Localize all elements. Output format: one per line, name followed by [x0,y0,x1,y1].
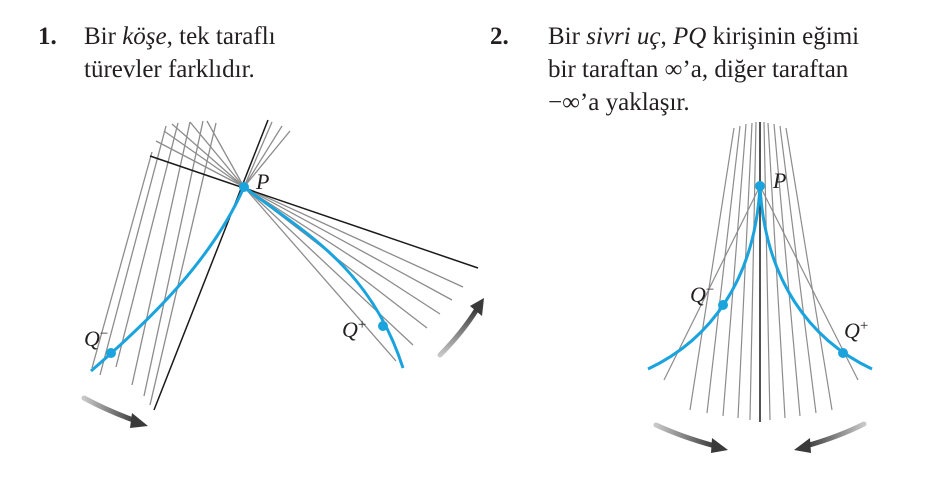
secant-line [759,185,859,381]
secant-line [91,151,153,369]
curve-right-branch [758,185,873,371]
secant-line [722,123,747,417]
secant-line [155,140,245,188]
label-q-minus: Q− [690,282,714,307]
rotation-arrow-left [81,395,139,424]
secant-line [206,120,245,188]
secant-line [189,121,245,188]
secant-line [143,120,204,397]
label-q-plus: Q+ [342,317,366,342]
caption-corner: 1. Bir köşe, tek taraflı türevler farklı… [38,20,398,90]
rotation-arrow-right [437,306,480,358]
caption-text: Bir köşe, tek taraflı türevler farklıdır… [84,20,276,86]
curve-right-branch [243,185,405,369]
secant-line [243,125,283,188]
rotation-arrowhead-right [794,438,811,453]
secant-line [163,130,245,188]
caption-line: türevler farklıdır. [84,56,255,83]
caption-number: 1. [38,23,57,50]
left-tangent-line [153,119,269,411]
right-tangent-line [149,155,479,269]
secant-line [706,125,741,414]
secant-line [243,186,397,362]
secant-lines-cusp [663,121,859,421]
term-cusp: sivri uç [586,23,661,50]
secant-line [767,122,786,419]
point-p [755,181,765,191]
caption-line: Bir sivri uç, PQ kirişinin eğimi [548,23,860,50]
point-p [239,182,249,192]
cusp-diagram: P Q− Q+ [647,121,873,453]
tangent-lines [149,119,479,411]
caption-text: Bir sivri uç, PQ kirişinin eğimi bir tar… [548,20,859,119]
point-q-plus [378,321,388,331]
corner-diagram: P Q− Q+ [81,119,484,428]
secant-line [663,185,761,381]
secant-line [243,130,291,188]
secant-line [749,121,757,421]
secant-line [773,123,801,417]
secant-line [149,122,217,406]
term-corner: köşe [122,23,167,50]
caption-cusp: 2. Bir sivri uç, PQ kirişinin eğimi bir … [490,20,950,130]
secant-line [243,186,453,301]
rotation-arrowhead-left [130,413,148,428]
secant-line [779,125,817,414]
secant-lines-left [91,120,217,406]
secant-line [737,122,753,419]
secant-line [131,121,191,386]
label-q-minus: Q− [84,326,108,351]
caption-number: 2. [490,23,509,50]
label-p: P [255,169,269,194]
secant-line [99,125,167,376]
secant-line [243,121,273,188]
secant-line [243,186,414,346]
secant-line [115,122,179,368]
point-q-minus [718,300,728,310]
secant-line [243,186,441,315]
rotation-arrow-left [653,422,718,449]
point-q-minus [106,348,116,358]
rotation-arrowhead-right [470,298,484,316]
rotation-arrowhead-left [711,438,728,453]
caption-line: bir taraftan ∞’a, diğer taraftan [548,56,849,83]
secant-lines-upper-left [155,120,245,188]
term-pq: PQ [673,23,707,50]
label-q-plus: Q+ [844,318,868,343]
caption-line: Bir köşe, tek taraflı [84,23,276,50]
point-q-plus [838,348,848,358]
secant-line [689,127,735,411]
secant-line [243,186,464,288]
secant-line [785,127,833,411]
secant-line [171,123,245,188]
caption-line: −∞’a yaklaşır. [548,89,690,116]
rotation-arrow-right [803,421,867,449]
curve-left-branch [647,185,762,371]
curve-left-branch [90,186,246,373]
secant-line [763,121,771,421]
label-p: P [772,168,786,193]
